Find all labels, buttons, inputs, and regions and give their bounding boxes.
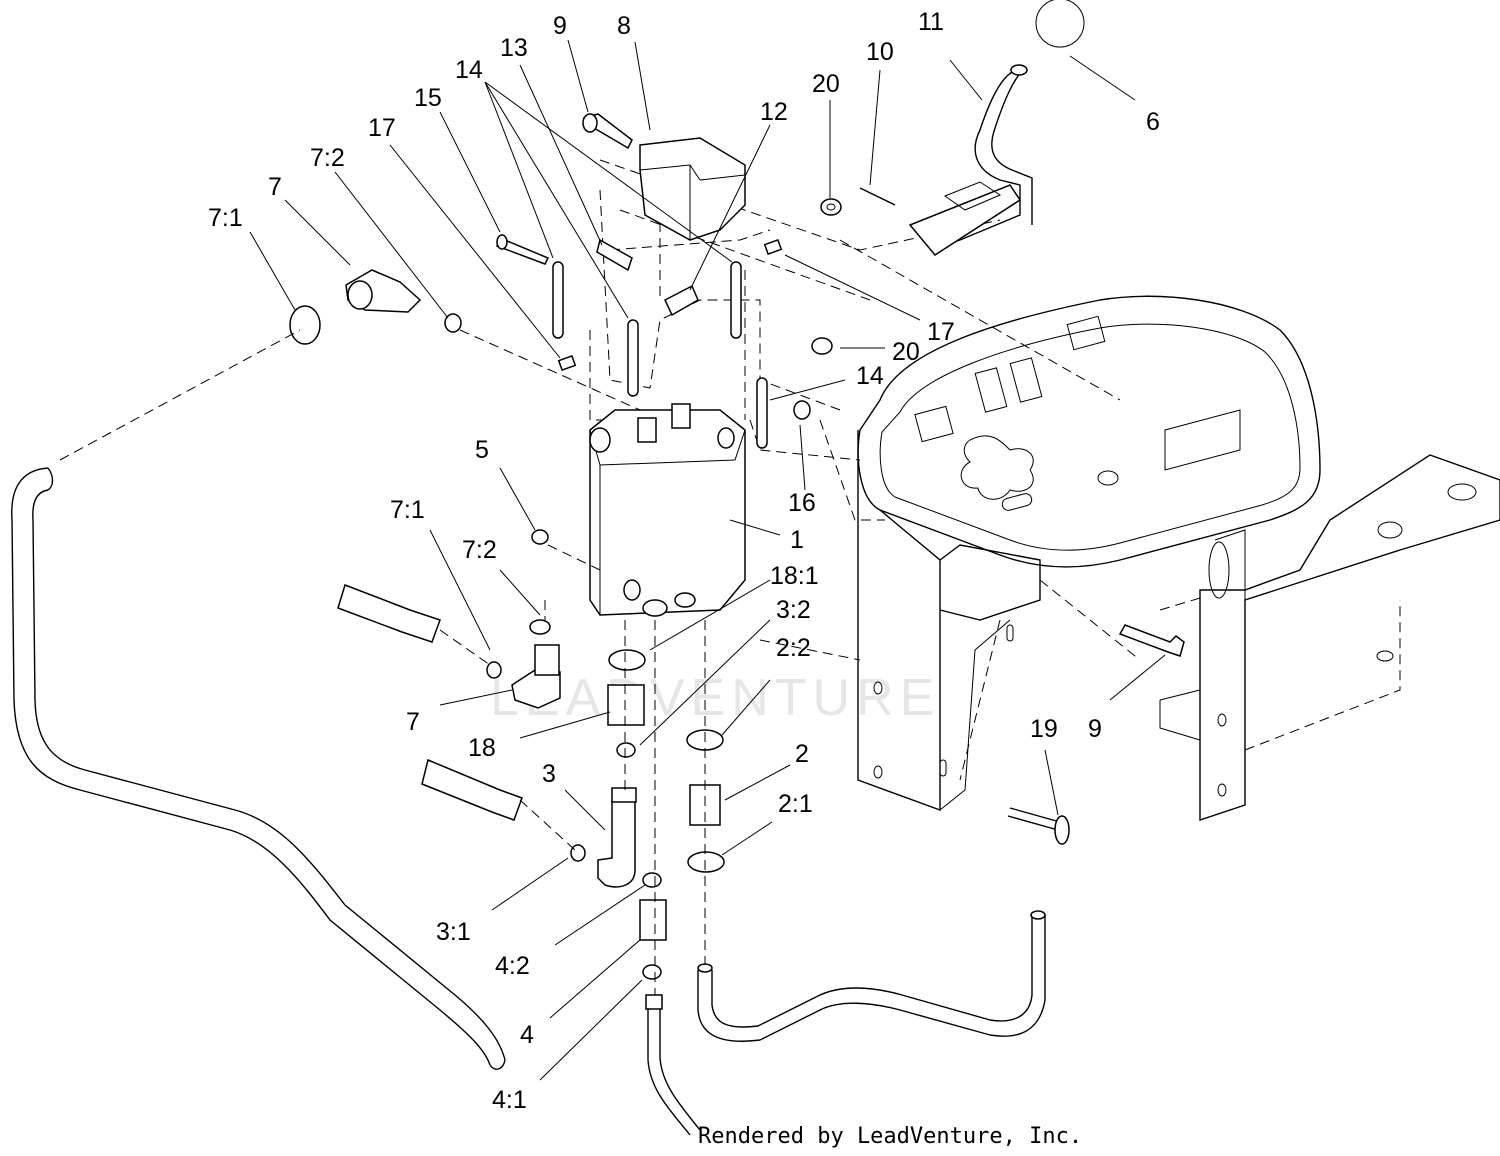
callout-7-1-mid: 7:1 — [390, 496, 425, 524]
callout-8: 8 — [617, 12, 631, 40]
callout-10: 10 — [866, 38, 894, 66]
callout-2-1: 2:1 — [778, 790, 813, 818]
callout-7-2-top: 7:2 — [310, 144, 345, 172]
bottom-hoses — [645, 910, 1046, 1136]
callout-6: 6 — [1146, 108, 1160, 136]
fittings — [59, 269, 1185, 995]
callout-7-2-mid: 7:2 — [462, 536, 497, 564]
callout-15: 15 — [414, 84, 442, 112]
callout-5: 5 — [475, 436, 489, 464]
callout-9-right: 9 — [1088, 715, 1102, 743]
callout-4-2: 4:2 — [495, 952, 530, 980]
callout-7-top: 7 — [268, 173, 282, 201]
callout-17-top: 17 — [368, 114, 396, 142]
callout-18-1: 18:1 — [770, 562, 819, 590]
watermark: LEADVENTURE — [490, 669, 940, 727]
callout-14-top: 14 — [455, 56, 483, 84]
callout-14-right: 14 — [856, 362, 884, 390]
callout-7-mid: 7 — [406, 708, 420, 736]
console-frame — [857, 295, 1500, 821]
callout-20-top: 20 — [812, 70, 840, 98]
render-credit: Rendered by LeadVenture, Inc. — [698, 1124, 1082, 1149]
callout-19: 19 — [1030, 715, 1058, 743]
callout-labels: 1 2 2:1 2:2 3 3:1 3:2 4 4:1 4:2 5 6 7 7:… — [208, 8, 1160, 1114]
upper-bracket — [496, 0, 1121, 521]
callout-3-1: 3:1 — [436, 918, 471, 946]
callout-13: 13 — [500, 34, 528, 62]
callout-3-2: 3:2 — [776, 596, 811, 624]
callout-9-top: 9 — [553, 12, 567, 40]
left-hose — [11, 467, 506, 1070]
callout-2-2: 2:2 — [776, 634, 811, 662]
callout-12: 12 — [760, 98, 788, 126]
callout-3: 3 — [542, 760, 556, 788]
callout-17-right: 17 — [927, 318, 955, 346]
callout-20-right: 20 — [892, 338, 920, 366]
callout-18: 18 — [468, 734, 496, 762]
callout-16: 16 — [788, 489, 816, 517]
callout-7-1-top: 7:1 — [208, 204, 243, 232]
callout-4: 4 — [520, 1021, 534, 1049]
valve-body — [531, 403, 746, 617]
callout-2: 2 — [795, 740, 809, 768]
callout-1: 1 — [790, 526, 804, 554]
leader-lines — [249, 39, 1166, 1081]
callout-11: 11 — [918, 8, 944, 36]
callout-4-1: 4:1 — [492, 1086, 527, 1114]
